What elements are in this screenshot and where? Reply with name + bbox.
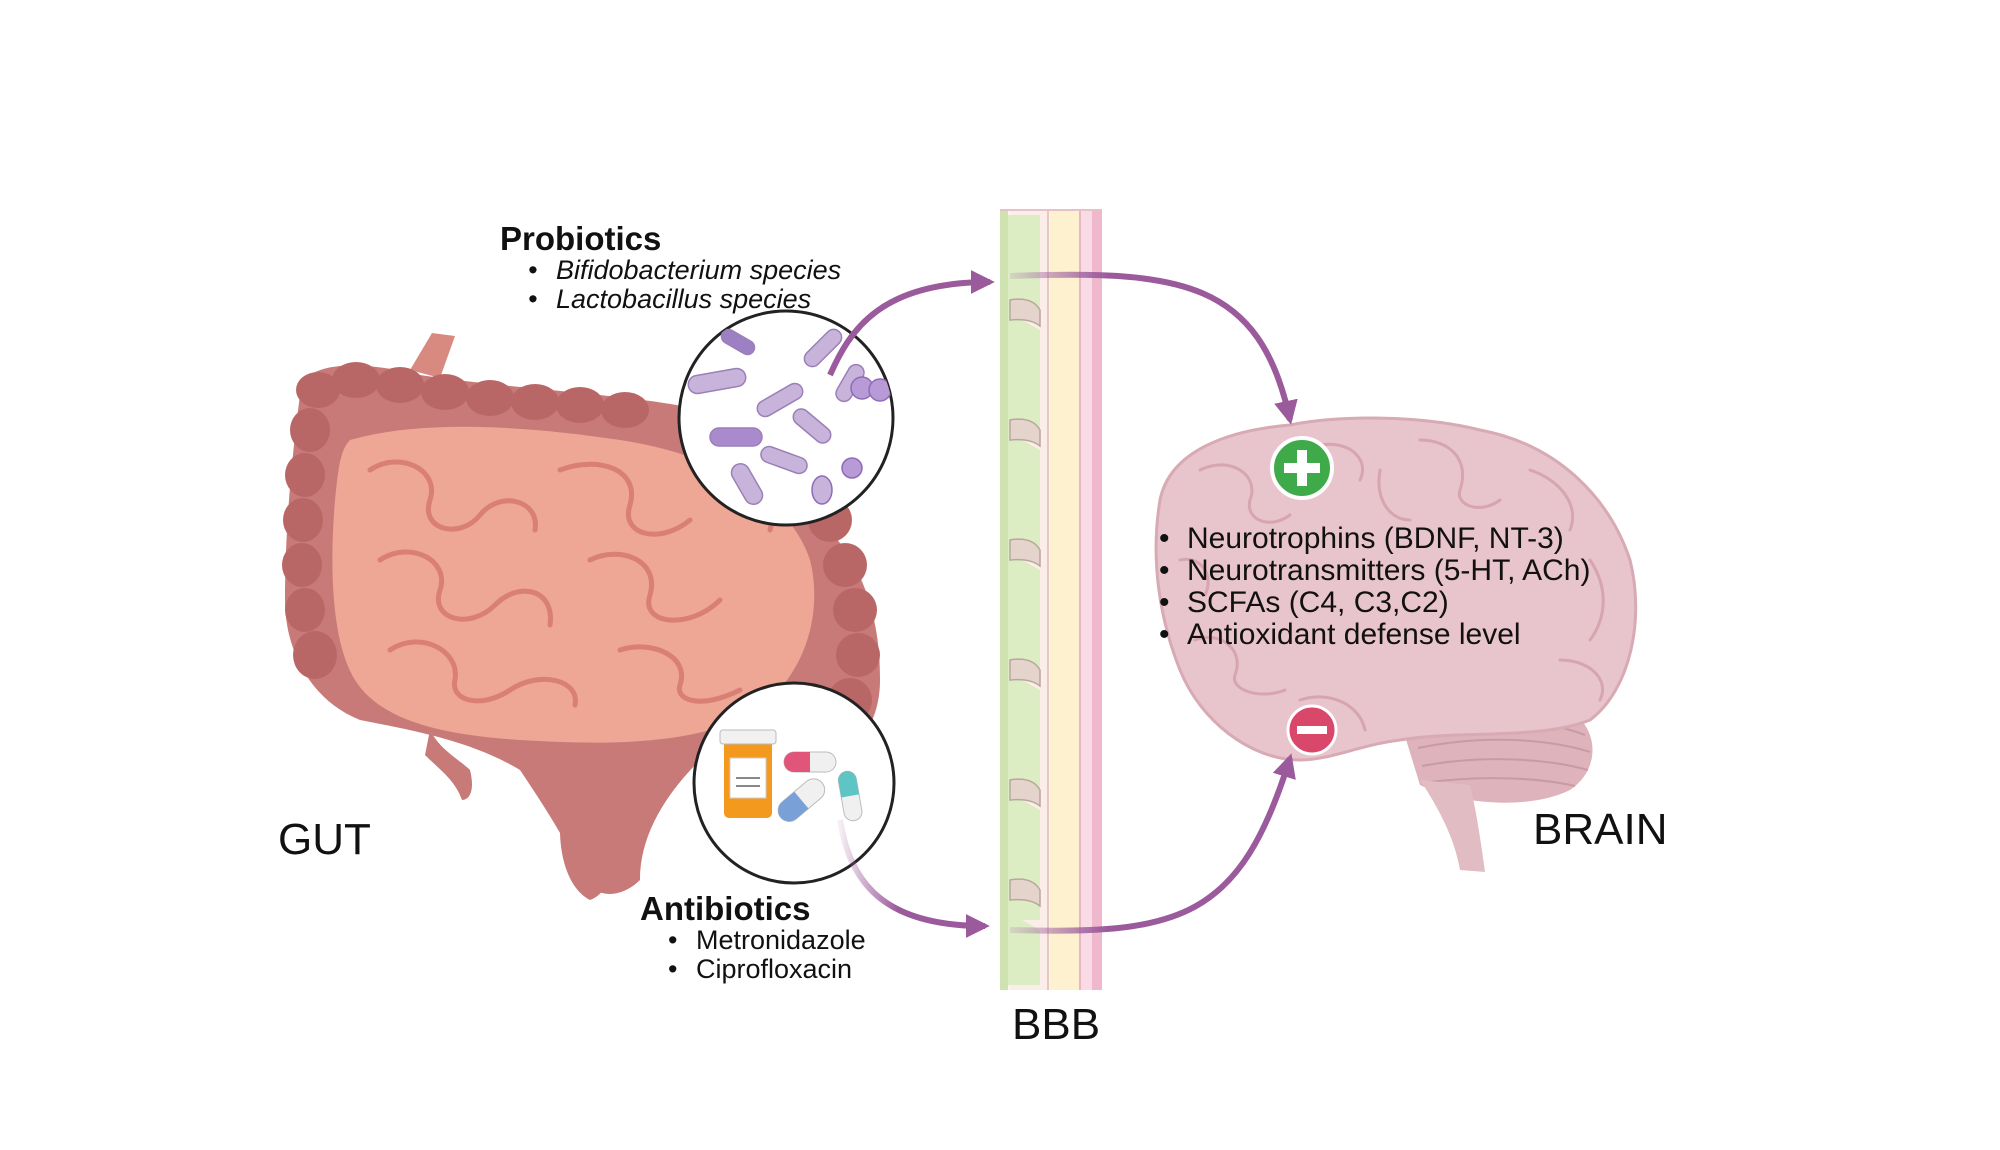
probiotics-bacteria-circle xyxy=(677,309,895,527)
antibiotics-title: Antibiotics xyxy=(640,890,811,927)
probiotics-title: Probiotics xyxy=(500,220,662,257)
gut-label: GUT xyxy=(278,815,371,864)
plus-icon xyxy=(1270,436,1334,500)
minus-icon xyxy=(1286,704,1338,756)
antibiotics-pills-circle xyxy=(692,681,896,885)
flow-arrows xyxy=(827,270,1298,938)
antibiotics-item: Metronidazole xyxy=(664,926,866,955)
antibiotics-to-bbb-arrow xyxy=(837,819,990,938)
bbb-to-brain-decrease-arrow xyxy=(1009,753,1296,934)
antibiotics-list: Metronidazole Ciprofloxacin xyxy=(664,926,866,984)
brain-effect-item: Antioxidant defense level xyxy=(1155,619,1590,652)
bbb-to-brain-increase-arrow xyxy=(1009,271,1298,425)
capsule-red-icon xyxy=(783,751,837,773)
capsule-blue-icon xyxy=(777,778,826,822)
probiotics-item: Bifidobacterium species xyxy=(524,256,841,285)
probiotics-to-bbb-arrow xyxy=(827,270,995,377)
antibiotics-item: Ciprofloxacin xyxy=(664,954,866,984)
capsule-teal-icon xyxy=(837,770,863,822)
brain-effects-list: Neurotrophins (BDNF, NT-3) Neurotransmit… xyxy=(1155,522,1590,652)
brain-label: BRAIN xyxy=(1533,805,1668,854)
colon-haustra xyxy=(282,362,880,722)
probiotics-item: Lactobacillus species xyxy=(524,284,841,314)
probiotics-list: Bifidobacterium species Lactobacillus sp… xyxy=(524,256,841,314)
bbb-label: BBB xyxy=(1012,1000,1101,1049)
brain-effect-item: SCFAs (C4, C3,C2) xyxy=(1155,587,1590,620)
brain-effect-item: Neurotrophins (BDNF, NT-3) xyxy=(1155,522,1590,555)
brain-effect-item: Neurotransmitters (5-HT, ACh) xyxy=(1155,554,1590,587)
blood-brain-barrier xyxy=(1000,209,1102,990)
